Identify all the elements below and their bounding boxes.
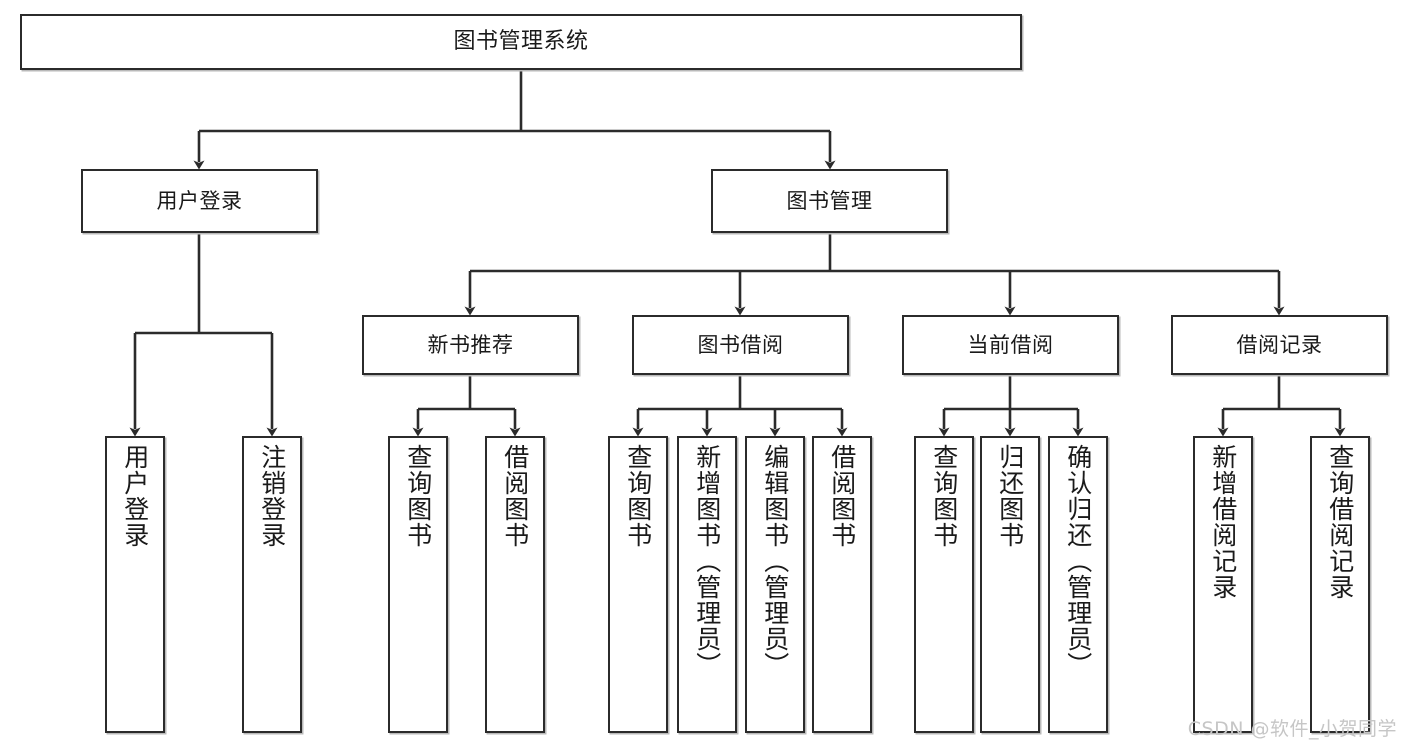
node-current-borrow[interactable]: 当前借阅	[902, 315, 1119, 375]
leaf-add-book[interactable]: 新增图书（管理员）	[677, 436, 737, 733]
node-new-book-recommend-label: 新书推荐	[427, 332, 514, 357]
node-current-borrow-label: 当前借阅	[967, 332, 1054, 357]
leaf-borrow-book-1-label: 借阅图书	[500, 444, 530, 548]
leaf-query-record-label: 查询借阅记录	[1325, 444, 1355, 600]
leaf-query-record[interactable]: 查询借阅记录	[1310, 436, 1370, 733]
leaf-query-book-2-label: 查询图书	[623, 444, 653, 548]
leaf-edit-book-label: 编辑图书（管理员）	[760, 444, 790, 678]
leaf-borrow-book-2[interactable]: 借阅图书	[812, 436, 872, 733]
leaf-logout-login-label: 注销登录	[257, 444, 287, 548]
leaf-add-record[interactable]: 新增借阅记录	[1193, 436, 1253, 733]
node-borrow-record-label: 借阅记录	[1236, 332, 1323, 357]
leaf-borrow-book-2-label: 借阅图书	[827, 444, 857, 548]
leaf-return-book-label: 归还图书	[995, 444, 1025, 548]
leaf-edit-book[interactable]: 编辑图书（管理员）	[745, 436, 805, 733]
node-book-borrow[interactable]: 图书借阅	[632, 315, 849, 375]
leaf-confirm-return[interactable]: 确认归还（管理员）	[1048, 436, 1108, 733]
node-root-system[interactable]: 图书管理系统	[20, 14, 1022, 70]
leaf-add-book-label: 新增图书（管理员）	[692, 444, 722, 678]
node-user-login-label: 用户登录	[156, 188, 243, 213]
leaf-query-book-1-label: 查询图书	[403, 444, 433, 548]
leaf-query-book-3-label: 查询图书	[929, 444, 959, 548]
leaf-return-book[interactable]: 归还图书	[980, 436, 1040, 733]
leaf-query-book-2[interactable]: 查询图书	[608, 436, 668, 733]
node-user-login[interactable]: 用户登录	[81, 169, 318, 233]
leaf-user-login-label: 用户登录	[120, 444, 150, 548]
leaf-query-book-3[interactable]: 查询图书	[914, 436, 974, 733]
node-borrow-record[interactable]: 借阅记录	[1171, 315, 1388, 375]
leaf-user-login[interactable]: 用户登录	[105, 436, 165, 733]
leaf-query-book-1[interactable]: 查询图书	[388, 436, 448, 733]
leaf-add-record-label: 新增借阅记录	[1208, 444, 1238, 600]
node-book-manage-label: 图书管理	[786, 188, 873, 213]
leaf-confirm-return-label: 确认归还（管理员）	[1063, 444, 1093, 678]
node-new-book-recommend[interactable]: 新书推荐	[362, 315, 579, 375]
leaf-borrow-book-1[interactable]: 借阅图书	[485, 436, 545, 733]
watermark-text: CSDN @软件_小贺同学	[1187, 718, 1397, 740]
leaf-logout-login[interactable]: 注销登录	[242, 436, 302, 733]
node-book-manage[interactable]: 图书管理	[711, 169, 948, 233]
node-book-borrow-label: 图书借阅	[697, 332, 784, 357]
node-root-label: 图书管理系统	[453, 29, 589, 55]
